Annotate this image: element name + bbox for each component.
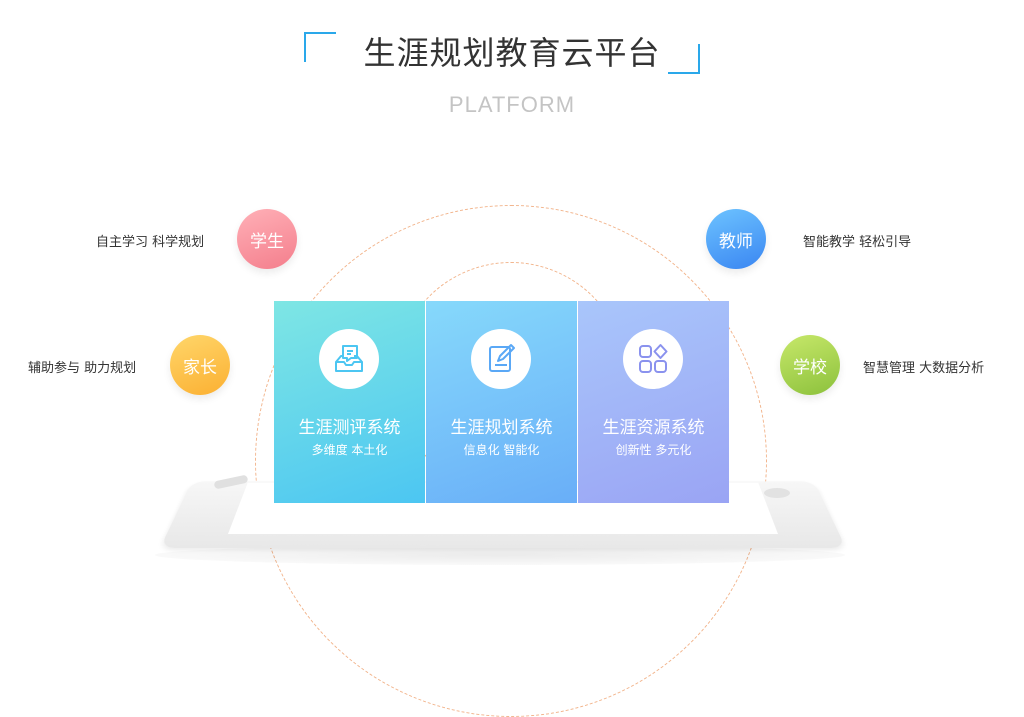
- apps-grid-icon: [623, 329, 683, 389]
- tablet-home-button: [764, 488, 790, 498]
- card-subtitle: 信息化 智能化: [463, 443, 540, 457]
- card-planning-system[interactable]: 生涯规划系统 信息化 智能化: [426, 301, 577, 503]
- role-school-badge[interactable]: 学校: [780, 335, 840, 395]
- title-block: 生涯规划教育云平台: [0, 28, 1024, 74]
- page-subtitle: PLATFORM: [448, 92, 576, 117]
- role-parent-badge[interactable]: 家长: [170, 335, 230, 395]
- page-title: 生涯规划教育云平台: [363, 34, 661, 72]
- card-assessment-system[interactable]: 生涯测评系统 多维度 本土化: [274, 301, 425, 503]
- title-bracket-right: [668, 44, 700, 74]
- card-subtitle: 创新性 多元化: [615, 443, 692, 457]
- role-student-badge[interactable]: 学生: [237, 209, 297, 269]
- role-parent-desc: 辅助参与 助力规划: [28, 361, 137, 376]
- card-title: 生涯规划系统: [450, 418, 553, 438]
- role-student-desc: 自主学习 科学规划: [96, 235, 205, 250]
- role-school-desc: 智慧管理 大数据分析: [863, 361, 985, 376]
- card-resource-system[interactable]: 生涯资源系统 创新性 多元化: [578, 301, 729, 503]
- card-title: 生涯资源系统: [602, 418, 705, 438]
- card-subtitle: 多维度 本土化: [311, 443, 388, 457]
- tablet-shadow: [155, 545, 845, 565]
- document-edit-icon: [471, 329, 531, 389]
- chat-tray-icon: [319, 329, 379, 389]
- role-teacher-badge[interactable]: 教师: [706, 209, 766, 269]
- title-bracket-left: [304, 32, 336, 62]
- card-title: 生涯测评系统: [298, 418, 401, 438]
- role-teacher-desc: 智能教学 轻松引导: [803, 235, 912, 250]
